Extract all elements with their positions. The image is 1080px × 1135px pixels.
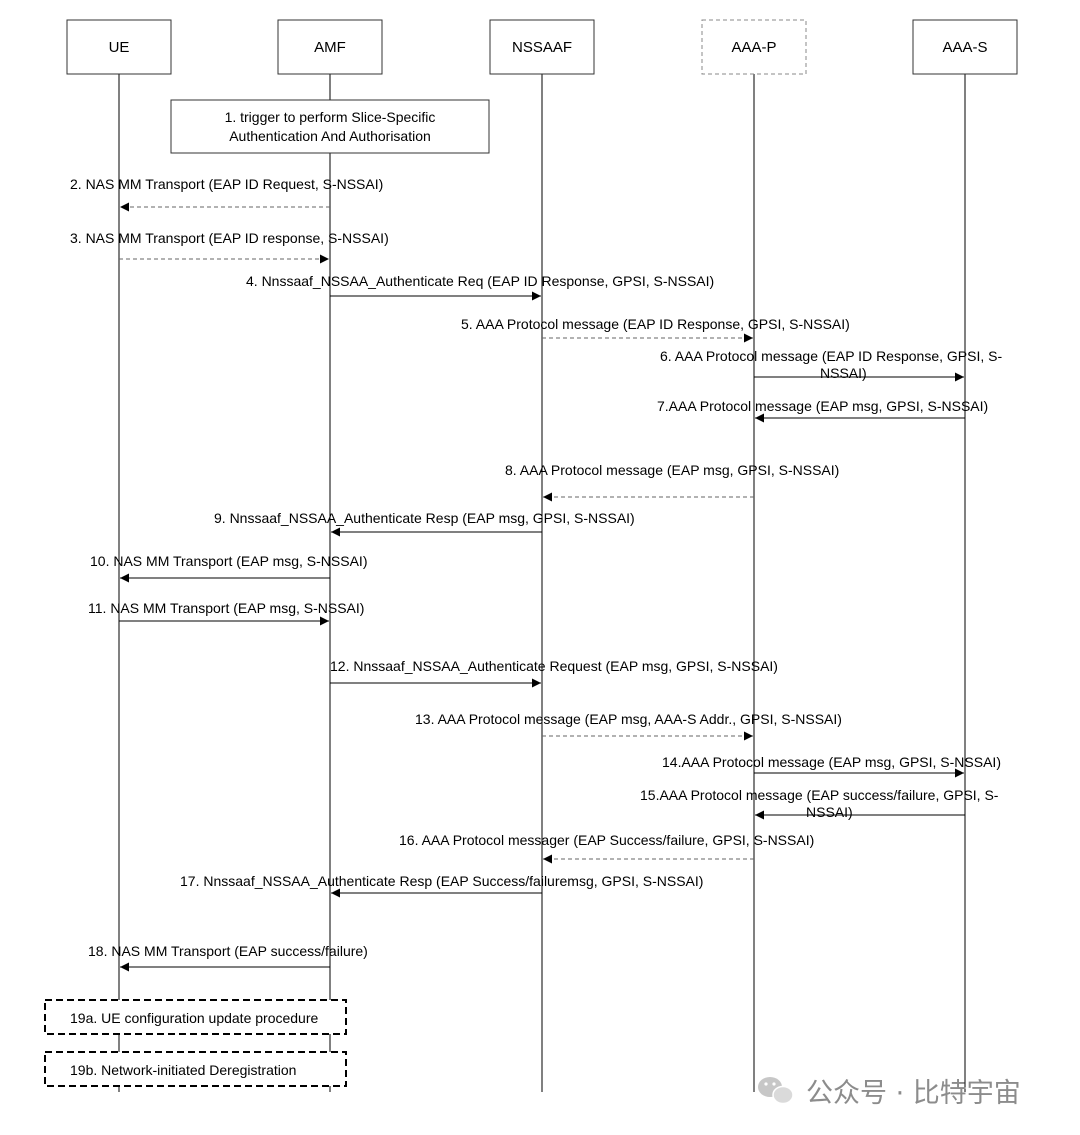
message-13: 13. AAA Protocol message (EAP msg, AAA-S…: [415, 711, 842, 741]
message-10: 10. NAS MM Transport (EAP msg, S-NSSAI): [90, 553, 367, 583]
trigger-note-line-1: 1. trigger to perform Slice-Specific: [225, 109, 436, 125]
participant-ue: UE: [66, 19, 172, 75]
participant-label-ue: UE: [109, 39, 130, 56]
participant-aaap: AAA-P: [701, 19, 807, 75]
participant-box-nssaaf: [489, 19, 595, 75]
message-12: 12. Nnssaaf_NSSAA_Authenticate Request (…: [330, 658, 778, 688]
message-7: 7.AAA Protocol message (EAP msg, GPSI, S…: [657, 398, 988, 423]
message-label-14: 14.AAA Protocol message (EAP msg, GPSI, …: [662, 754, 1001, 770]
participant-nssaaf: NSSAAF: [489, 19, 595, 75]
message-label-3: 3. NAS MM Transport (EAP ID response, S-…: [70, 230, 389, 246]
participant-label-aaap: AAA-P: [731, 39, 776, 56]
message-label-9: 9. Nnssaaf_NSSAA_Authenticate Resp (EAP …: [214, 510, 635, 526]
message-16: 16. AAA Protocol messager (EAP Success/f…: [399, 832, 814, 864]
message-label-13: 13. AAA Protocol message (EAP msg, AAA-S…: [415, 711, 842, 727]
message-label-12: 12. Nnssaaf_NSSAA_Authenticate Request (…: [330, 658, 778, 674]
message-label-4: 4. Nnssaaf_NSSAA_Authenticate Req (EAP I…: [246, 273, 714, 289]
message-14: 14.AAA Protocol message (EAP msg, GPSI, …: [662, 754, 1001, 778]
message-label-8: 8. AAA Protocol message (EAP msg, GPSI, …: [505, 462, 839, 478]
participant-label-aaas: AAA-S: [942, 39, 987, 56]
message-15: 15.AAA Protocol message (EAP success/fai…: [640, 787, 999, 820]
message-label-15-cont: NSSAI): [806, 804, 853, 820]
wechat-icon: [758, 1077, 794, 1105]
participant-aaas: AAA-S: [912, 19, 1018, 75]
message-label-17: 17. Nnssaaf_NSSAA_Authenticate Resp (EAP…: [180, 873, 703, 889]
message-label-16: 16. AAA Protocol messager (EAP Success/f…: [399, 832, 814, 848]
participant-box-aaas: [912, 19, 1018, 75]
message-label-10: 10. NAS MM Transport (EAP msg, S-NSSAI): [90, 553, 367, 569]
message-4: 4. Nnssaaf_NSSAA_Authenticate Req (EAP I…: [246, 273, 714, 301]
watermark-text: 公众号 · 比特宇宙: [806, 1078, 1021, 1109]
procedure-box-19b: [44, 1051, 347, 1087]
participant-amf: AMF: [277, 19, 383, 75]
participant-box-ue: [66, 19, 172, 75]
participant-label-nssaaf: NSSAAF: [512, 39, 572, 56]
procedure-label-19b: 19b. Network-initiated Deregistration: [70, 1062, 296, 1078]
message-11: 11. NAS MM Transport (EAP msg, S-NSSAI): [88, 600, 364, 626]
participant-box-amf: [277, 19, 383, 75]
procedure-box-19a: [44, 999, 347, 1035]
procedure-19b: 19b. Network-initiated Deregistration: [44, 1051, 347, 1087]
message-5: 5. AAA Protocol message (EAP ID Response…: [461, 316, 850, 343]
participant-box-aaap: [701, 19, 807, 75]
trigger-note-line-2: Authentication And Authorisation: [229, 128, 431, 144]
message-label-6-cont: NSSAI): [820, 365, 867, 381]
participant-label-amf: AMF: [314, 39, 346, 56]
message-18: 18. NAS MM Transport (EAP success/failur…: [88, 943, 368, 972]
trigger-note-box: [170, 99, 490, 154]
procedure-label-19a: 19a. UE configuration update procedure: [70, 1010, 318, 1026]
procedure-19a: 19a. UE configuration update procedure: [44, 999, 347, 1035]
message-label-18: 18. NAS MM Transport (EAP success/failur…: [88, 943, 368, 959]
message-9: 9. Nnssaaf_NSSAA_Authenticate Resp (EAP …: [214, 510, 635, 537]
message-label-11: 11. NAS MM Transport (EAP msg, S-NSSAI): [88, 600, 364, 616]
message-17: 17. Nnssaaf_NSSAA_Authenticate Resp (EAP…: [180, 873, 703, 898]
message-label-7: 7.AAA Protocol message (EAP msg, GPSI, S…: [657, 398, 988, 414]
message-8: 8. AAA Protocol message (EAP msg, GPSI, …: [505, 462, 839, 502]
message-2: 2. NAS MM Transport (EAP ID Request, S-N…: [70, 176, 383, 212]
message-label-6: 6. AAA Protocol message (EAP ID Response…: [660, 348, 1002, 364]
message-label-2: 2. NAS MM Transport (EAP ID Request, S-N…: [70, 176, 383, 192]
message-6: 6. AAA Protocol message (EAP ID Response…: [660, 348, 1002, 382]
message-label-15: 15.AAA Protocol message (EAP success/fai…: [640, 787, 999, 803]
message-3: 3. NAS MM Transport (EAP ID response, S-…: [70, 230, 389, 264]
message-label-5: 5. AAA Protocol message (EAP ID Response…: [461, 316, 850, 332]
